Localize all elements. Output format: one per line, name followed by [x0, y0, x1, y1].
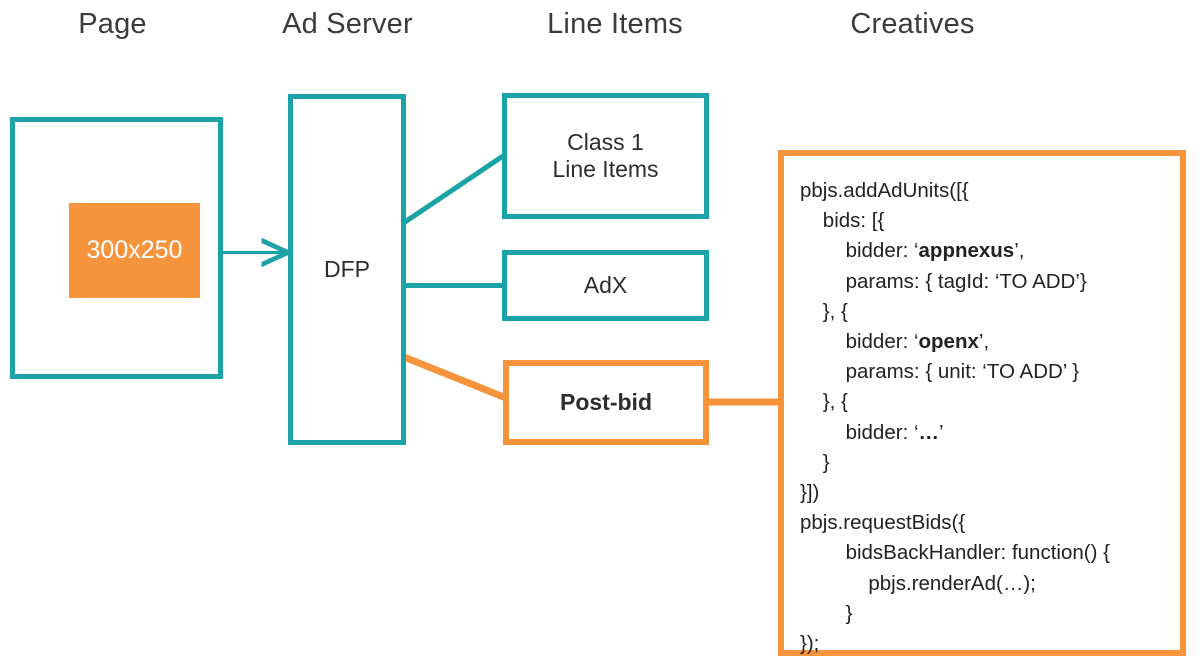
code-token-emphasis: …	[918, 420, 940, 444]
ad-server-box-label: DFP	[324, 255, 370, 282]
code-line: bidder: ‘…’	[845, 420, 944, 444]
column-heading-ad-server-label: Ad Server	[282, 8, 413, 40]
code-line: }, {	[822, 299, 848, 323]
column-heading-page: Page	[10, 10, 215, 39]
column-heading-line-items: Line Items	[500, 10, 730, 39]
line-item-box-post-bid-label: Post-bid	[560, 388, 652, 415]
creatives-code-panel[interactable]	[778, 150, 1186, 656]
ad-slot-300x250[interactable]: 300x250	[69, 203, 200, 298]
column-heading-page-label: Page	[78, 8, 147, 40]
code-line: bidsBackHandler: function() {	[845, 541, 1110, 565]
connector-dfp-to-class1	[403, 153, 505, 225]
line-item-box-class1-label: Class 1 Line Items	[552, 128, 659, 182]
code-line: }, {	[822, 390, 848, 414]
code-line: bidder: ‘appnexus’,	[845, 239, 1025, 263]
line-item-box-adx-label: AdX	[583, 271, 628, 298]
code-line: pbjs.renderAd(…);	[868, 571, 1036, 595]
code-line: bids: [{	[822, 209, 885, 233]
code-line: params: { tagId: ‘TO ADD’}	[845, 269, 1087, 293]
line-item-box-adx[interactable]: AdX	[502, 250, 709, 321]
column-heading-ad-server: Ad Server	[235, 10, 460, 39]
code-line: }	[822, 450, 830, 474]
code-line: }])	[800, 481, 820, 505]
ad-server-box-dfp[interactable]: DFP	[288, 94, 406, 445]
code-token-emphasis: appnexus	[918, 239, 1015, 263]
ad-slot-label: 300x250	[86, 236, 183, 264]
code-line: pbjs.requestBids({	[800, 511, 966, 535]
code-line: bidder: ‘openx’,	[845, 330, 990, 354]
code-line: });	[800, 632, 820, 656]
code-line: }	[845, 601, 853, 625]
column-heading-line-items-label: Line Items	[547, 8, 683, 40]
code-line: pbjs.addAdUnits([{	[800, 179, 969, 202]
line-item-box-post-bid[interactable]: Post-bid	[503, 360, 709, 445]
code-token-emphasis: openx	[918, 330, 979, 354]
code-line: params: { unit: ‘TO ADD’ }	[845, 360, 1080, 384]
column-heading-creatives: Creatives	[780, 10, 1045, 39]
line-item-box-class1[interactable]: Class 1 Line Items	[502, 93, 709, 219]
creatives-code-block: pbjs.addAdUnits([{ bids: [{ bidder: ‘app…	[800, 176, 1176, 659]
connector-dfp-to-postbid	[402, 353, 508, 402]
column-heading-creatives-label: Creatives	[850, 8, 975, 40]
